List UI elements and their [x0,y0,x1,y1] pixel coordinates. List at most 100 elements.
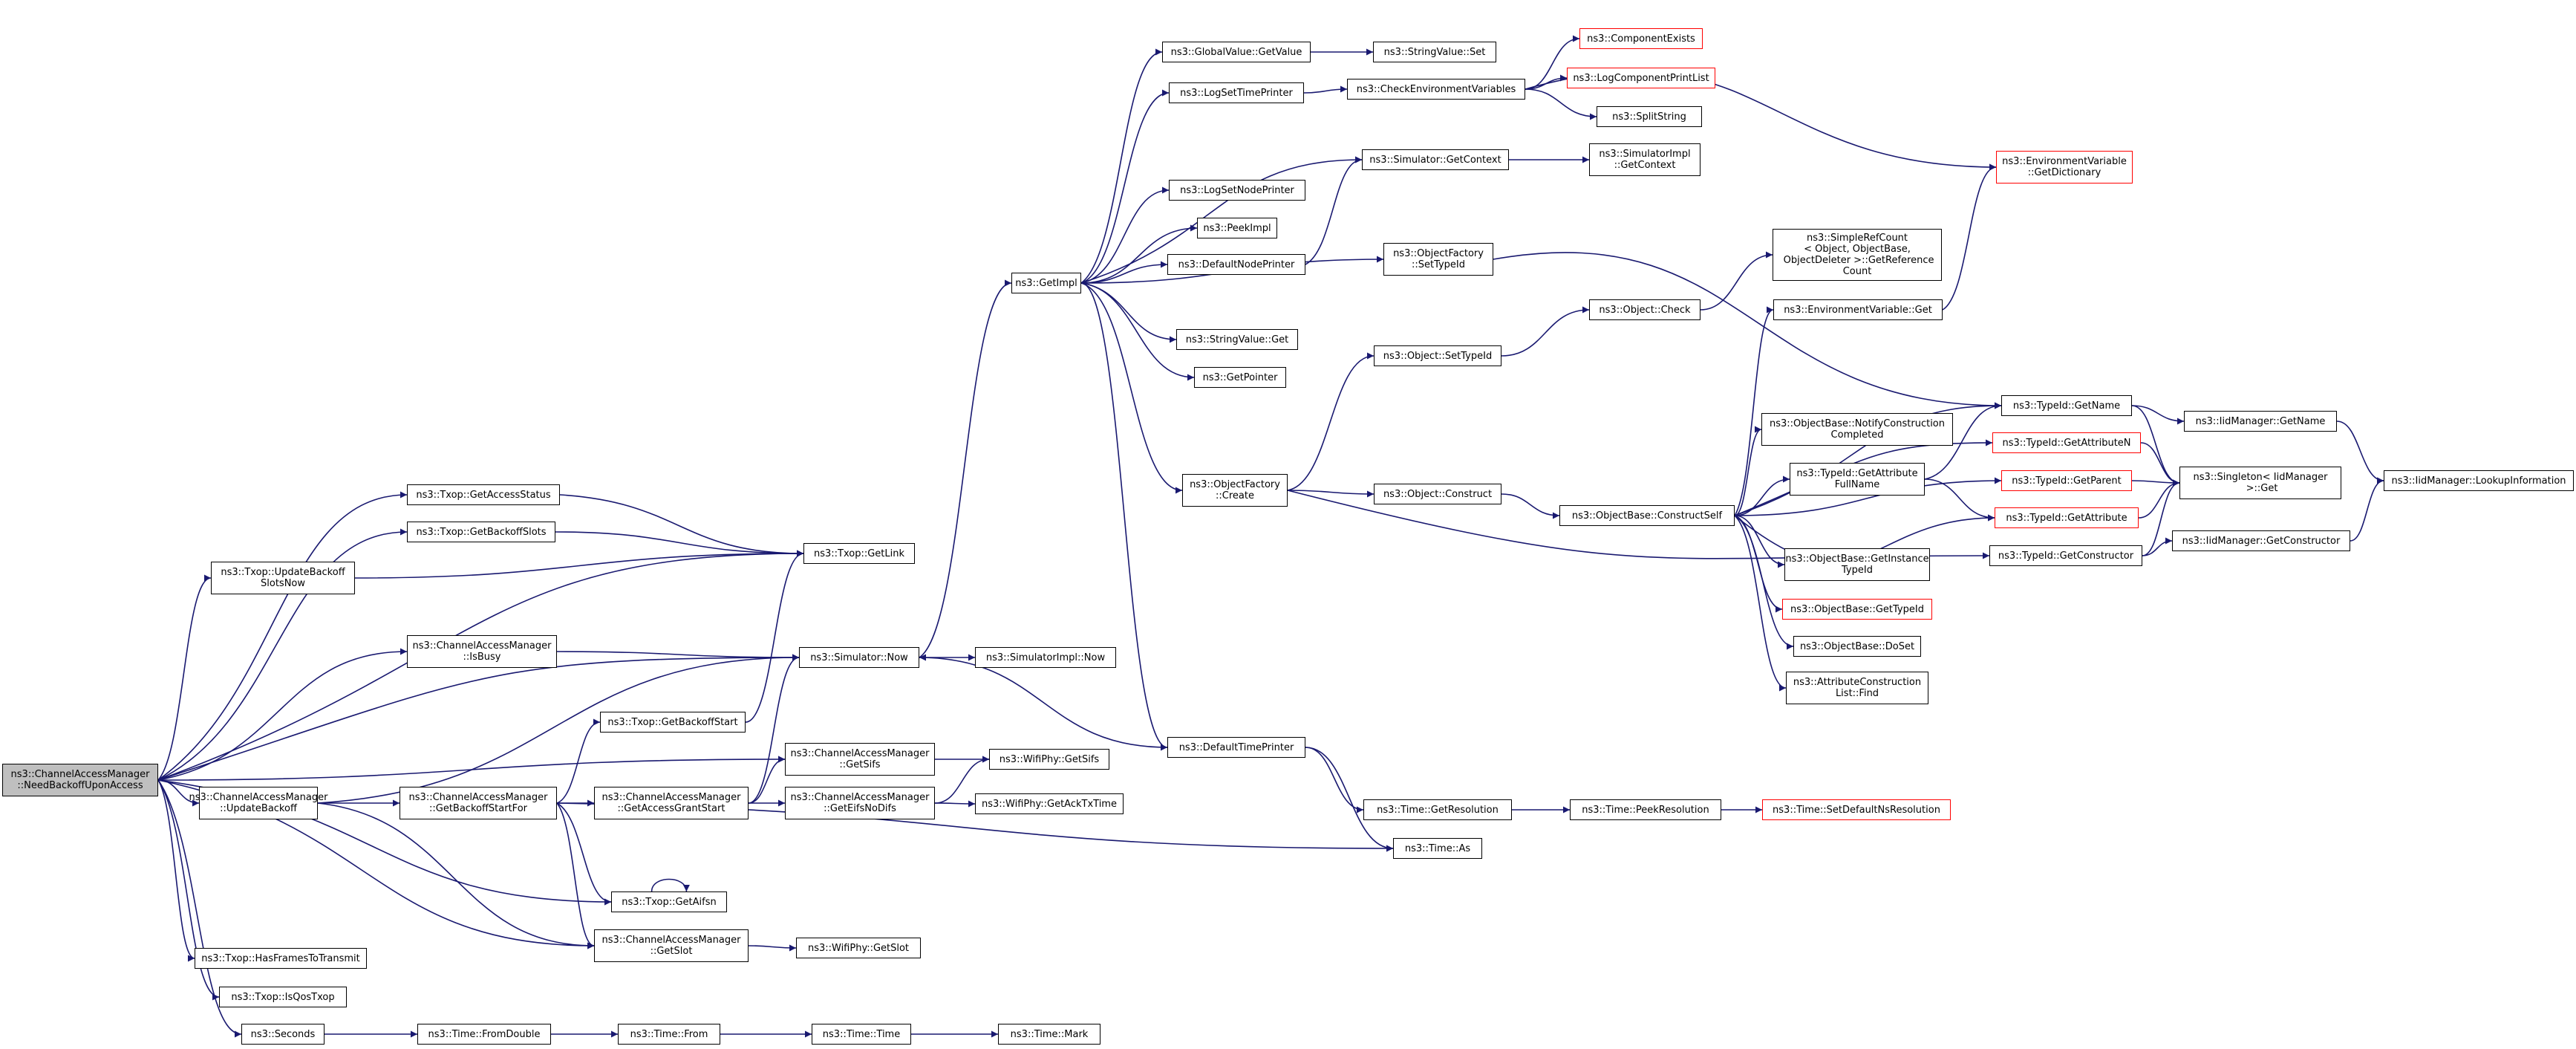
node-global-value-get-value[interactable]: ns3::GlobalValue::GetValue [1162,42,1311,62]
edge-root-to-get-access-status [157,491,408,781]
node-is-busy[interactable]: ns3::ChannelAccessManager ::IsBusy [407,635,557,668]
node-get-backoff-slots[interactable]: ns3::Txop::GetBackoffSlots [407,522,555,542]
node-from-double[interactable]: ns3::Time::FromDouble [417,1024,551,1045]
node-time-mark[interactable]: ns3::Time::Mark [998,1024,1100,1045]
node-type-id-get-parent[interactable]: ns3::TypeId::GetParent [2001,470,2132,491]
edge-root-to-has-frames-to-transmit [157,779,195,962]
node-object-factory-set-type-id[interactable]: ns3::ObjectFactory ::SetTypeId [1383,243,1493,276]
edge-default-time-printer-to-time-as [1305,747,1394,852]
node-has-frames-to-transmit[interactable]: ns3::Txop::HasFramesToTransmit [195,948,367,969]
node-object-check[interactable]: ns3::Object::Check [1589,299,1701,320]
node-simple-ref-count[interactable]: ns3::SimpleRefCount < Object, ObjectBase… [1773,229,1942,281]
edge-type-id-get-name-to-iid-get-name [2131,405,2185,425]
node-update-backoff-slots-now[interactable]: ns3::Txop::UpdateBackoff SlotsNow [211,562,355,594]
node-notify-construction-completed[interactable]: ns3::ObjectBase::NotifyConstruction Comp… [1761,413,1953,446]
edge-root-to-simulator-now [157,654,800,781]
node-simulator-now[interactable]: ns3::Simulator::Now [799,647,919,668]
edge-get-impl-to-get-pointer [1080,282,1195,381]
edge-is-busy-to-simulator-now [556,651,800,661]
edge-get-backoff-start-to-get-link [745,550,804,723]
node-default-node-printer[interactable]: ns3::DefaultNodePrinter [1167,254,1305,275]
edge-log-set-time-printer-to-check-env-vars [1303,85,1348,94]
node-get-link[interactable]: ns3::Txop::GetLink [803,543,915,564]
node-get-instance-type-id[interactable]: ns3::ObjectBase::GetInstance TypeId [1784,548,1930,581]
node-get-backoff-start-for[interactable]: ns3::ChannelAccessManager ::GetBackoffSt… [400,787,557,819]
edge-get-backoff-start-for-to-get-backoff-start [556,718,601,804]
edge-type-id-get-constructor-to-singleton-get [2142,479,2180,556]
node-seconds[interactable]: ns3::Seconds [241,1024,325,1045]
node-get-access-status[interactable]: ns3::Txop::GetAccessStatus [407,484,560,505]
node-time-peek-resolution[interactable]: ns3::Time::PeekResolution [1570,799,1721,820]
edge-object-factory-create-to-object-construct [1287,490,1375,498]
node-sim-impl-now[interactable]: ns3::SimulatorImpl::Now [975,647,1116,668]
node-object-base-construct-self[interactable]: ns3::ObjectBase::ConstructSelf [1559,505,1735,526]
edge-get-impl-to-log-set-time-printer [1080,89,1170,284]
node-time-from[interactable]: ns3::Time::From [618,1024,720,1045]
node-get-sifs[interactable]: ns3::ChannelAccessManager ::GetSifs [785,743,935,776]
node-time-get-resolution[interactable]: ns3::Time::GetResolution [1363,799,1512,820]
node-wifi-get-ack-tx-time[interactable]: ns3::WifiPhy::GetAckTxTime [975,793,1124,814]
node-object-construct[interactable]: ns3::Object::Construct [1374,484,1501,504]
node-string-value-set[interactable]: ns3::StringValue::Set [1373,42,1496,62]
edge-update-backoff-to-get-slot [317,802,595,949]
node-check-env-vars[interactable]: ns3::CheckEnvironmentVariables [1347,79,1525,100]
edge-get-attribute-full-name-to-type-id-get-name [1924,402,2002,480]
edge-default-node-printer-to-simulator-get-context [1305,156,1363,265]
node-singleton-get[interactable]: ns3::Singleton< IidManager >::Get [2179,467,2341,499]
node-get-pointer[interactable]: ns3::GetPointer [1194,367,1286,388]
edge-get-attribute-full-name-to-type-id-get-attribute [1924,478,1995,522]
node-type-id-get-name[interactable]: ns3::TypeId::GetName [2001,395,2132,416]
node-time-as[interactable]: ns3::Time::As [1393,838,1482,859]
node-component-exists[interactable]: ns3::ComponentExists [1579,28,1703,49]
edge-get-slot-to-wifi-get-slot [748,944,797,952]
node-log-set-node-printer[interactable]: ns3::LogSetNodePrinter [1169,180,1305,201]
edge-object-base-construct-self-to-get-instance-type-id [1734,515,1785,568]
node-attr-construction-list-find[interactable]: ns3::AttributeConstruction List::Find [1786,672,1928,704]
node-simulator-get-context[interactable]: ns3::Simulator::GetContext [1362,149,1509,170]
node-iid-get-constructor[interactable]: ns3::IidManager::GetConstructor [2172,530,2350,551]
node-get-attribute-full-name[interactable]: ns3::TypeId::GetAttribute FullName [1790,463,1925,496]
edge-object-base-construct-self-to-env-var-get [1734,306,1774,516]
node-get-access-grant-start[interactable]: ns3::ChannelAccessManager ::GetAccessGra… [594,787,749,819]
node-iid-get-name[interactable]: ns3::IidManager::GetName [2184,411,2337,432]
edge-get-impl-to-default-node-printer [1080,261,1168,284]
node-do-set[interactable]: ns3::ObjectBase::DoSet [1793,636,1921,657]
node-log-component-print-list[interactable]: ns3::LogComponentPrintList [1567,68,1715,88]
node-update-backoff[interactable]: ns3::ChannelAccessManager ::UpdateBackof… [189,787,327,819]
edge-object-factory-set-type-id-to-type-id-get-name [1493,252,2002,409]
node-iid-lookup-information[interactable]: ns3::IidManager::LookupInformation [2384,470,2574,491]
edge-check-env-vars-to-split-string [1525,88,1597,120]
node-get-impl[interactable]: ns3::GetImpl [1011,273,1081,293]
node-type-id-get-attribute-n[interactable]: ns3::TypeId::GetAttributeN [1992,432,2141,453]
node-string-value-get[interactable]: ns3::StringValue::Get [1176,329,1298,350]
node-type-id-get-constructor[interactable]: ns3::TypeId::GetConstructor [1989,545,2142,566]
node-time-time[interactable]: ns3::Time::Time [812,1024,911,1045]
node-peek-impl[interactable]: ns3::PeekImpl [1197,218,1277,238]
node-get-backoff-start[interactable]: ns3::Txop::GetBackoffStart [600,712,746,733]
node-env-var-get[interactable]: ns3::EnvironmentVariable::Get [1773,299,1943,320]
node-object-base-get-type-id[interactable]: ns3::ObjectBase::GetTypeId [1782,599,1932,620]
node-wifi-get-slot[interactable]: ns3::WifiPhy::GetSlot [796,938,921,958]
edge-get-access-grant-start-to-get-sifs [748,756,786,804]
node-sim-impl-get-context[interactable]: ns3::SimulatorImpl ::GetContext [1589,143,1701,176]
edge-get-impl-to-peek-impl [1080,224,1198,284]
edge-root-to-is-busy [157,648,408,781]
node-split-string[interactable]: ns3::SplitString [1597,106,1702,127]
node-default-time-printer[interactable]: ns3::DefaultTimePrinter [1167,737,1305,758]
node-set-default-ns-resolution[interactable]: ns3::Time::SetDefaultNsResolution [1762,799,1951,820]
node-get-aifsn[interactable]: ns3::Txop::GetAifsn [611,892,727,912]
node-env-var-get-dictionary[interactable]: ns3::EnvironmentVariable ::GetDictionary [1996,151,2133,184]
node-is-qos-txop[interactable]: ns3::Txop::IsQosTxop [219,987,347,1007]
node-type-id-get-attribute[interactable]: ns3::TypeId::GetAttribute [1995,507,2139,528]
node-wifi-get-sifs[interactable]: ns3::WifiPhy::GetSifs [989,749,1109,770]
node-root[interactable]: ns3::ChannelAccessManager ::NeedBackoffU… [2,764,158,796]
edge-iid-get-constructor-to-iid-lookup-information [2350,477,2384,542]
edge-get-impl-to-default-time-printer [1080,282,1168,751]
node-get-eifs-no-difs[interactable]: ns3::ChannelAccessManager ::GetEifsNoDif… [785,787,935,819]
node-object-set-type-id[interactable]: ns3::Object::SetTypeId [1374,345,1501,366]
node-object-factory-create[interactable]: ns3::ObjectFactory ::Create [1182,474,1288,507]
edge-type-id-get-constructor-to-iid-get-constructor [2142,537,2173,556]
node-get-slot[interactable]: ns3::ChannelAccessManager ::GetSlot [594,929,749,962]
node-log-set-time-printer[interactable]: ns3::LogSetTimePrinter [1169,82,1304,103]
